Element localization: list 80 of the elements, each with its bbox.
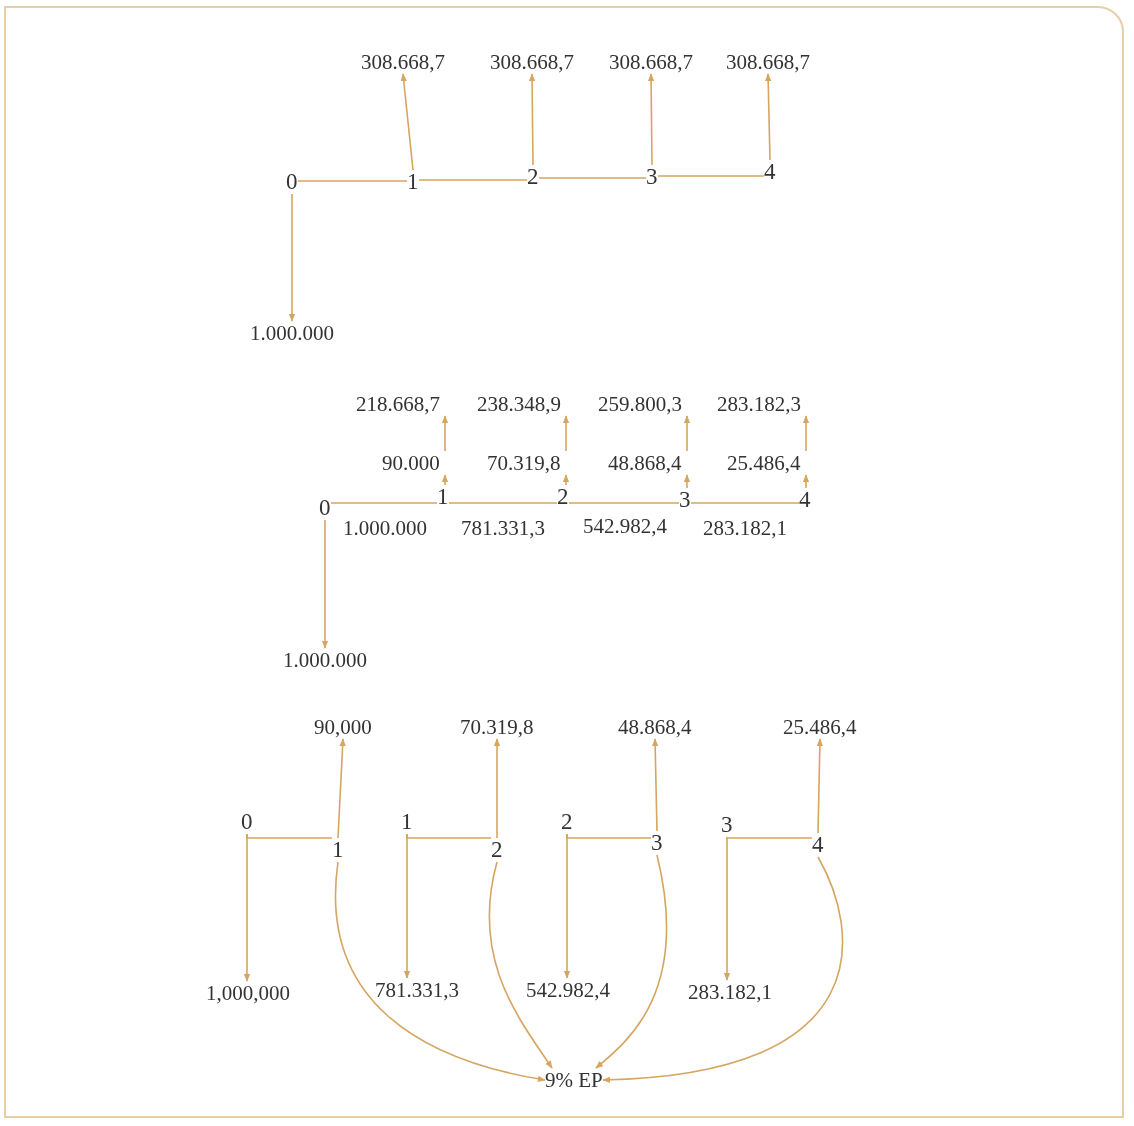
arrow [723, 836, 731, 981]
period-number: 2 [557, 485, 569, 509]
amount-label: 218.668,7 [356, 392, 449, 416]
amount-label: 90.000 [382, 451, 449, 475]
period-number: 4 [812, 833, 824, 857]
amount-label: 308.668,7 [609, 50, 693, 74]
arrow [764, 73, 772, 161]
period-number: 0 [286, 170, 298, 194]
amount-label: 1.000.000 [283, 648, 367, 672]
arrow [563, 833, 571, 979]
amount-label: 283.182,3 [717, 392, 810, 416]
timeline-line [297, 180, 408, 182]
timeline-line [726, 836, 813, 839]
arrow [441, 474, 449, 486]
amount-label: 48.868,4 [608, 451, 691, 475]
arrow [400, 73, 414, 171]
amount-label: 283.182,1 [703, 516, 787, 540]
period-number: 1 [332, 838, 344, 862]
curved-arrow [334, 861, 546, 1082]
period-number: 1 [401, 810, 413, 834]
timeline-line [418, 179, 528, 181]
arrow [562, 415, 570, 452]
amount-label: 70.319,8 [460, 715, 534, 739]
period-number: 2 [561, 810, 573, 834]
amount-label: 542.982,4 [526, 978, 610, 1002]
amount-label: 283.182,1 [688, 980, 772, 1004]
arrow [683, 415, 691, 452]
arrow [403, 833, 411, 979]
arrow [816, 738, 824, 834]
amount-label: 25.486,4 [727, 451, 810, 475]
amount-label: 308.668,7 [490, 50, 574, 74]
timeline-line [568, 502, 680, 504]
period-number: 1 [407, 170, 419, 194]
period-number: 3 [721, 813, 733, 837]
amount-label: 48.868,4 [618, 715, 692, 739]
amount-label: 308.668,7 [726, 50, 810, 74]
amount-label: 25.486,4 [783, 715, 857, 739]
amount-label: 90,000 [314, 715, 372, 739]
arrow [337, 738, 346, 839]
period-number: 2 [527, 165, 539, 189]
period-number: 1 [437, 485, 449, 509]
arrow [528, 73, 536, 166]
arrow [288, 193, 296, 322]
arrow [562, 474, 570, 486]
curved-arrow [488, 861, 553, 1069]
amount-label: 781.331,3 [461, 516, 545, 540]
timeline-line [448, 502, 558, 504]
timeline-line [330, 502, 438, 504]
amount-label: 781.331,3 [375, 978, 459, 1002]
amount-label: 1,000,000 [206, 981, 290, 1005]
period-number: 3 [679, 488, 691, 512]
curved-arrow [602, 856, 844, 1083]
timeline-line [690, 502, 800, 504]
timeline-line [657, 175, 765, 177]
arrow [647, 73, 655, 166]
arrow [441, 415, 449, 452]
period-number: 0 [241, 810, 253, 834]
arrow [493, 738, 501, 839]
amount-label: 542.982,4 [583, 514, 667, 538]
arrow [651, 738, 659, 832]
period-number: 0 [319, 496, 331, 520]
period-number: 3 [651, 831, 663, 855]
amount-label: 1.000.000 [250, 321, 334, 345]
timeline-line [538, 177, 647, 179]
arrow [321, 519, 329, 649]
amount-label: 259.800,3 [598, 392, 691, 416]
period-number: 4 [764, 160, 776, 184]
arrow [802, 474, 810, 489]
amount-label: 308.668,7 [361, 50, 445, 74]
amount-label: 70.319,8 [487, 451, 570, 475]
curved-arrow [595, 854, 668, 1069]
amount-label: 1.000.000 [343, 516, 427, 540]
arrow [802, 415, 810, 452]
arrow [243, 833, 251, 982]
amount-label: 238.348,9 [477, 392, 570, 416]
arrow [683, 474, 691, 489]
period-number: 2 [491, 838, 503, 862]
rate-label: 9% EP [545, 1068, 603, 1092]
period-number: 3 [646, 165, 658, 189]
period-number: 4 [799, 488, 811, 512]
